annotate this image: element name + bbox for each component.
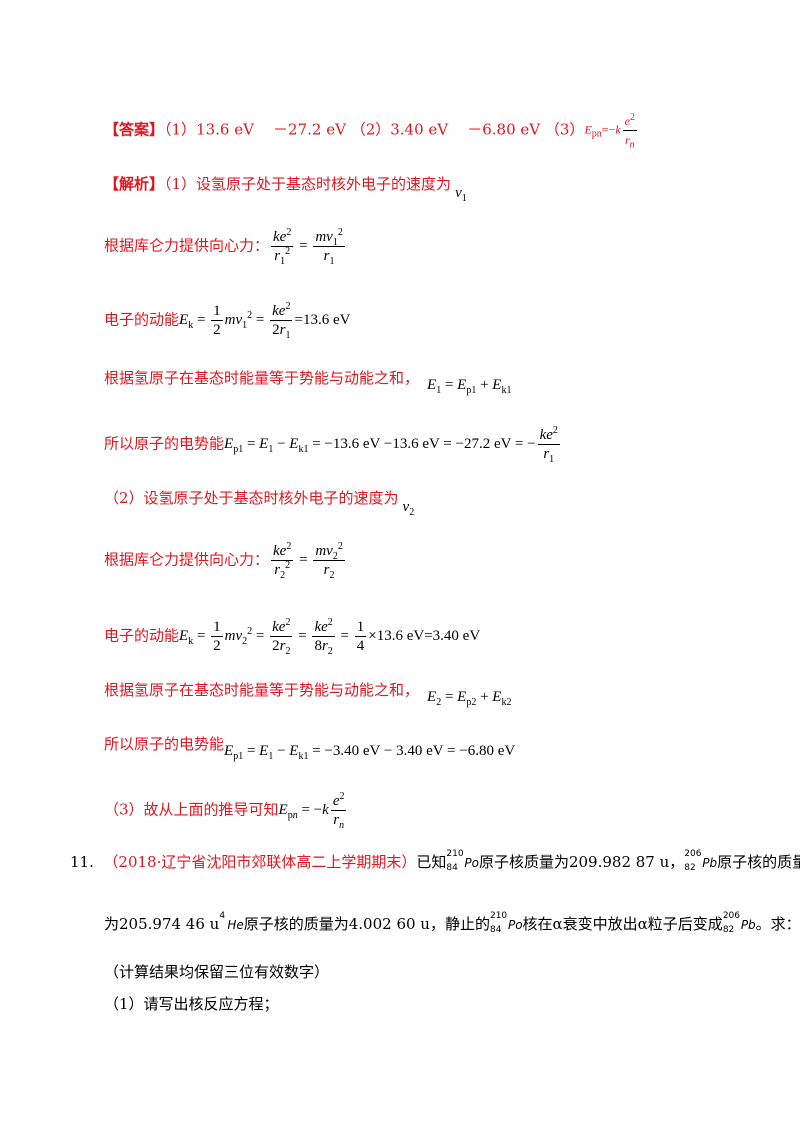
question-number: 11. — [70, 853, 94, 871]
answer-part2: （2） — [350, 120, 391, 139]
question-text-5: 原子核的质量为4.002 60 u，静止的 — [243, 915, 490, 933]
analysis-tag: 【解析】 — [104, 175, 165, 193]
analysis-text-8: 电子的动能 — [104, 626, 180, 645]
question-text-6: 核在α衰变中放出α粒子后变成 — [522, 915, 723, 933]
potential-energy-value-2: = −3.40 eV − 3.40 eV = −6.80 eV — [312, 743, 516, 759]
v1-symbol: v1 — [455, 185, 467, 204]
analysis-text-10: 所以原子的电势能 — [104, 735, 225, 753]
answer-value2: －27.2 eV — [273, 120, 346, 139]
question-text-3: 原子核的质量 — [717, 853, 800, 871]
analysis-text-7: 根据库仑力提供向心力： — [104, 550, 270, 569]
kinetic-energy-value-2: ×13.6 eV=3.40 eV — [368, 627, 481, 644]
energy-sum-equation-1: E1 = Ep1 + Ek1 — [427, 377, 512, 396]
analysis-text-4: 根据氢原子在基态时能量等于势能与动能之和， — [104, 369, 420, 387]
question-line-3: （计算结果均保留三位有效数字） — [104, 962, 329, 982]
energy-sum-equation-2: E2 = Ep2 + Ek2 — [427, 689, 512, 708]
answer-value3: 3.40 eV — [390, 120, 449, 139]
analysis-line-10: 所以原子的电势能 Ep1 = E1 − Ek1 = −3.40 eV − 3.4… — [104, 734, 515, 762]
analysis-text-2: 根据库仑力提供向心力： — [104, 236, 270, 255]
analysis-text-11: （3）故从上面的推导可知 — [104, 800, 279, 819]
potential-energy-equation-1: Ep1 = E1 − Ek1 = −13.6 eV −13.6 eV = −27… — [224, 425, 560, 465]
question-line-4: （1）请写出核反应方程； — [104, 994, 279, 1014]
answer-line: 【答案】（1）13.6 eV －27.2 eV （2）3.40 eV －6.80… — [104, 112, 639, 151]
potential-energy-equation-2: Ep1 = E1 − Ek1 = −3.40 eV − 3.40 eV = −6… — [224, 743, 516, 762]
analysis-text-5: 所以原子的电势能 — [104, 434, 225, 453]
question-text-4: 为205.974 46 u — [104, 915, 220, 933]
question-text-2: 原子核质量为209.982 87 u， — [478, 853, 685, 871]
analysis-line-9: 根据氢原子在基态时能量等于势能与动能之和， E2 = Ep2 + Ek2 — [104, 680, 511, 708]
answer-value4: －6.80 eV — [467, 120, 541, 139]
answer-part3: （3） — [544, 120, 585, 139]
kinetic-energy-value-1: 13.6 eV — [302, 311, 351, 328]
analysis-line-4: 根据氢原子在基态时能量等于势能与动能之和， E1 = Ep1 + Ek1 — [104, 368, 511, 396]
v2-symbol: v2 — [402, 499, 415, 518]
answer-value1: 13.6 eV — [196, 120, 254, 139]
question-source: （2018·辽宁省沈阳市郊联体高二上学期期末） — [103, 853, 417, 871]
analysis-text-1: （1）设氢原子处于基态时核外电子的速度为 — [164, 175, 452, 193]
question-text-1: 已知 — [416, 853, 447, 871]
answer-part1: （1） — [164, 120, 197, 139]
question-text-8: （计算结果均保留三位有效数字） — [104, 963, 330, 981]
potential-energy-value-1: = −13.6 eV −13.6 eV = −27.2 eV = − — [312, 435, 536, 452]
analysis-line-5: 所以原子的电势能 Ep1 = E1 − Ek1 = −13.6 eV −13.6… — [104, 425, 562, 465]
analysis-text-3: 电子的动能 — [104, 310, 180, 329]
analysis-text-9: 根据氢原子在基态时能量等于势能与动能之和， — [104, 681, 420, 699]
answer-tag: 【答案】 — [104, 120, 165, 139]
question-text-7: 。求： — [755, 915, 800, 933]
analysis-text-6: （2）设氢原子处于基态时核外电子的速度为 — [104, 489, 399, 507]
question-text-9: （1）请写出核反应方程； — [104, 995, 279, 1013]
